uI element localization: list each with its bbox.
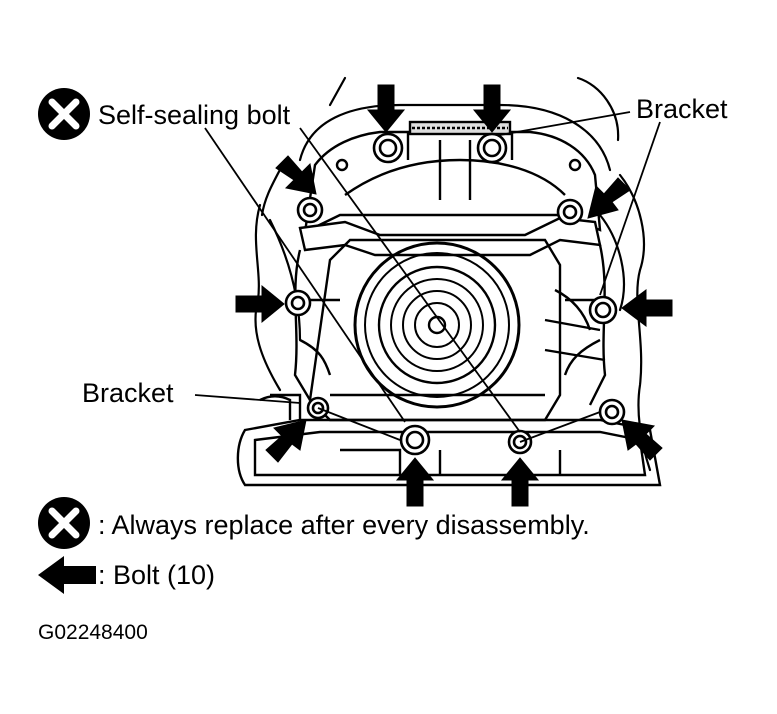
arrow-down-icon: [366, 84, 406, 133]
arrow-up-icon: [500, 457, 540, 507]
arrow-down-icon: [472, 84, 512, 133]
x-circle-icon: [38, 88, 90, 140]
bolt-upper-right: [556, 198, 584, 226]
legend-replace-text: : Always replace after every disassembly…: [98, 510, 590, 540]
bracket-crossbar: [298, 216, 602, 257]
arrow-up-left-icon: [621, 419, 663, 461]
leader-bracket-right-2: [599, 121, 661, 296]
legend-x-circle-icon: [38, 497, 90, 549]
pump-body: [293, 238, 607, 422]
legend-arrow-left-icon: [38, 556, 96, 594]
arrow-left-icon: [621, 289, 673, 327]
arrow-down-right-icon: [275, 155, 317, 195]
arrow-right-icon: [235, 284, 285, 324]
arrow-up-icon: [395, 457, 435, 507]
self-sealing-bolt-label: Self-sealing bolt: [98, 100, 291, 130]
arrow-up-right-icon: [265, 419, 307, 463]
leader-bracket-left: [194, 394, 301, 404]
crankshaft-seal: [353, 241, 521, 409]
bolt-arrows: [235, 84, 673, 507]
leader-self-sealing-left: [204, 127, 406, 423]
legend-bolt-text: : Bolt (10): [98, 560, 216, 590]
leader-self-sealing-right: [299, 127, 521, 433]
bolt-top-right: [476, 132, 508, 164]
leader-lines: [194, 111, 661, 443]
bolt-bottom-left: [399, 424, 431, 456]
bolt-middle-left: [284, 289, 312, 317]
bolt-middle-right: [588, 295, 618, 325]
bolt-top-left: [372, 132, 404, 164]
bracket-label-left: Bracket: [82, 378, 174, 408]
figure-id: G02248400: [38, 621, 148, 644]
arrow-down-left-icon: [587, 177, 631, 219]
leader-bracket-right: [499, 111, 631, 136]
upper-cover-plate: [303, 120, 602, 235]
bolt-heads: [284, 132, 626, 456]
bolt-upper-left: [296, 196, 324, 224]
bolt-lower-right: [598, 398, 626, 426]
bracket-label-right: Bracket: [636, 94, 728, 124]
